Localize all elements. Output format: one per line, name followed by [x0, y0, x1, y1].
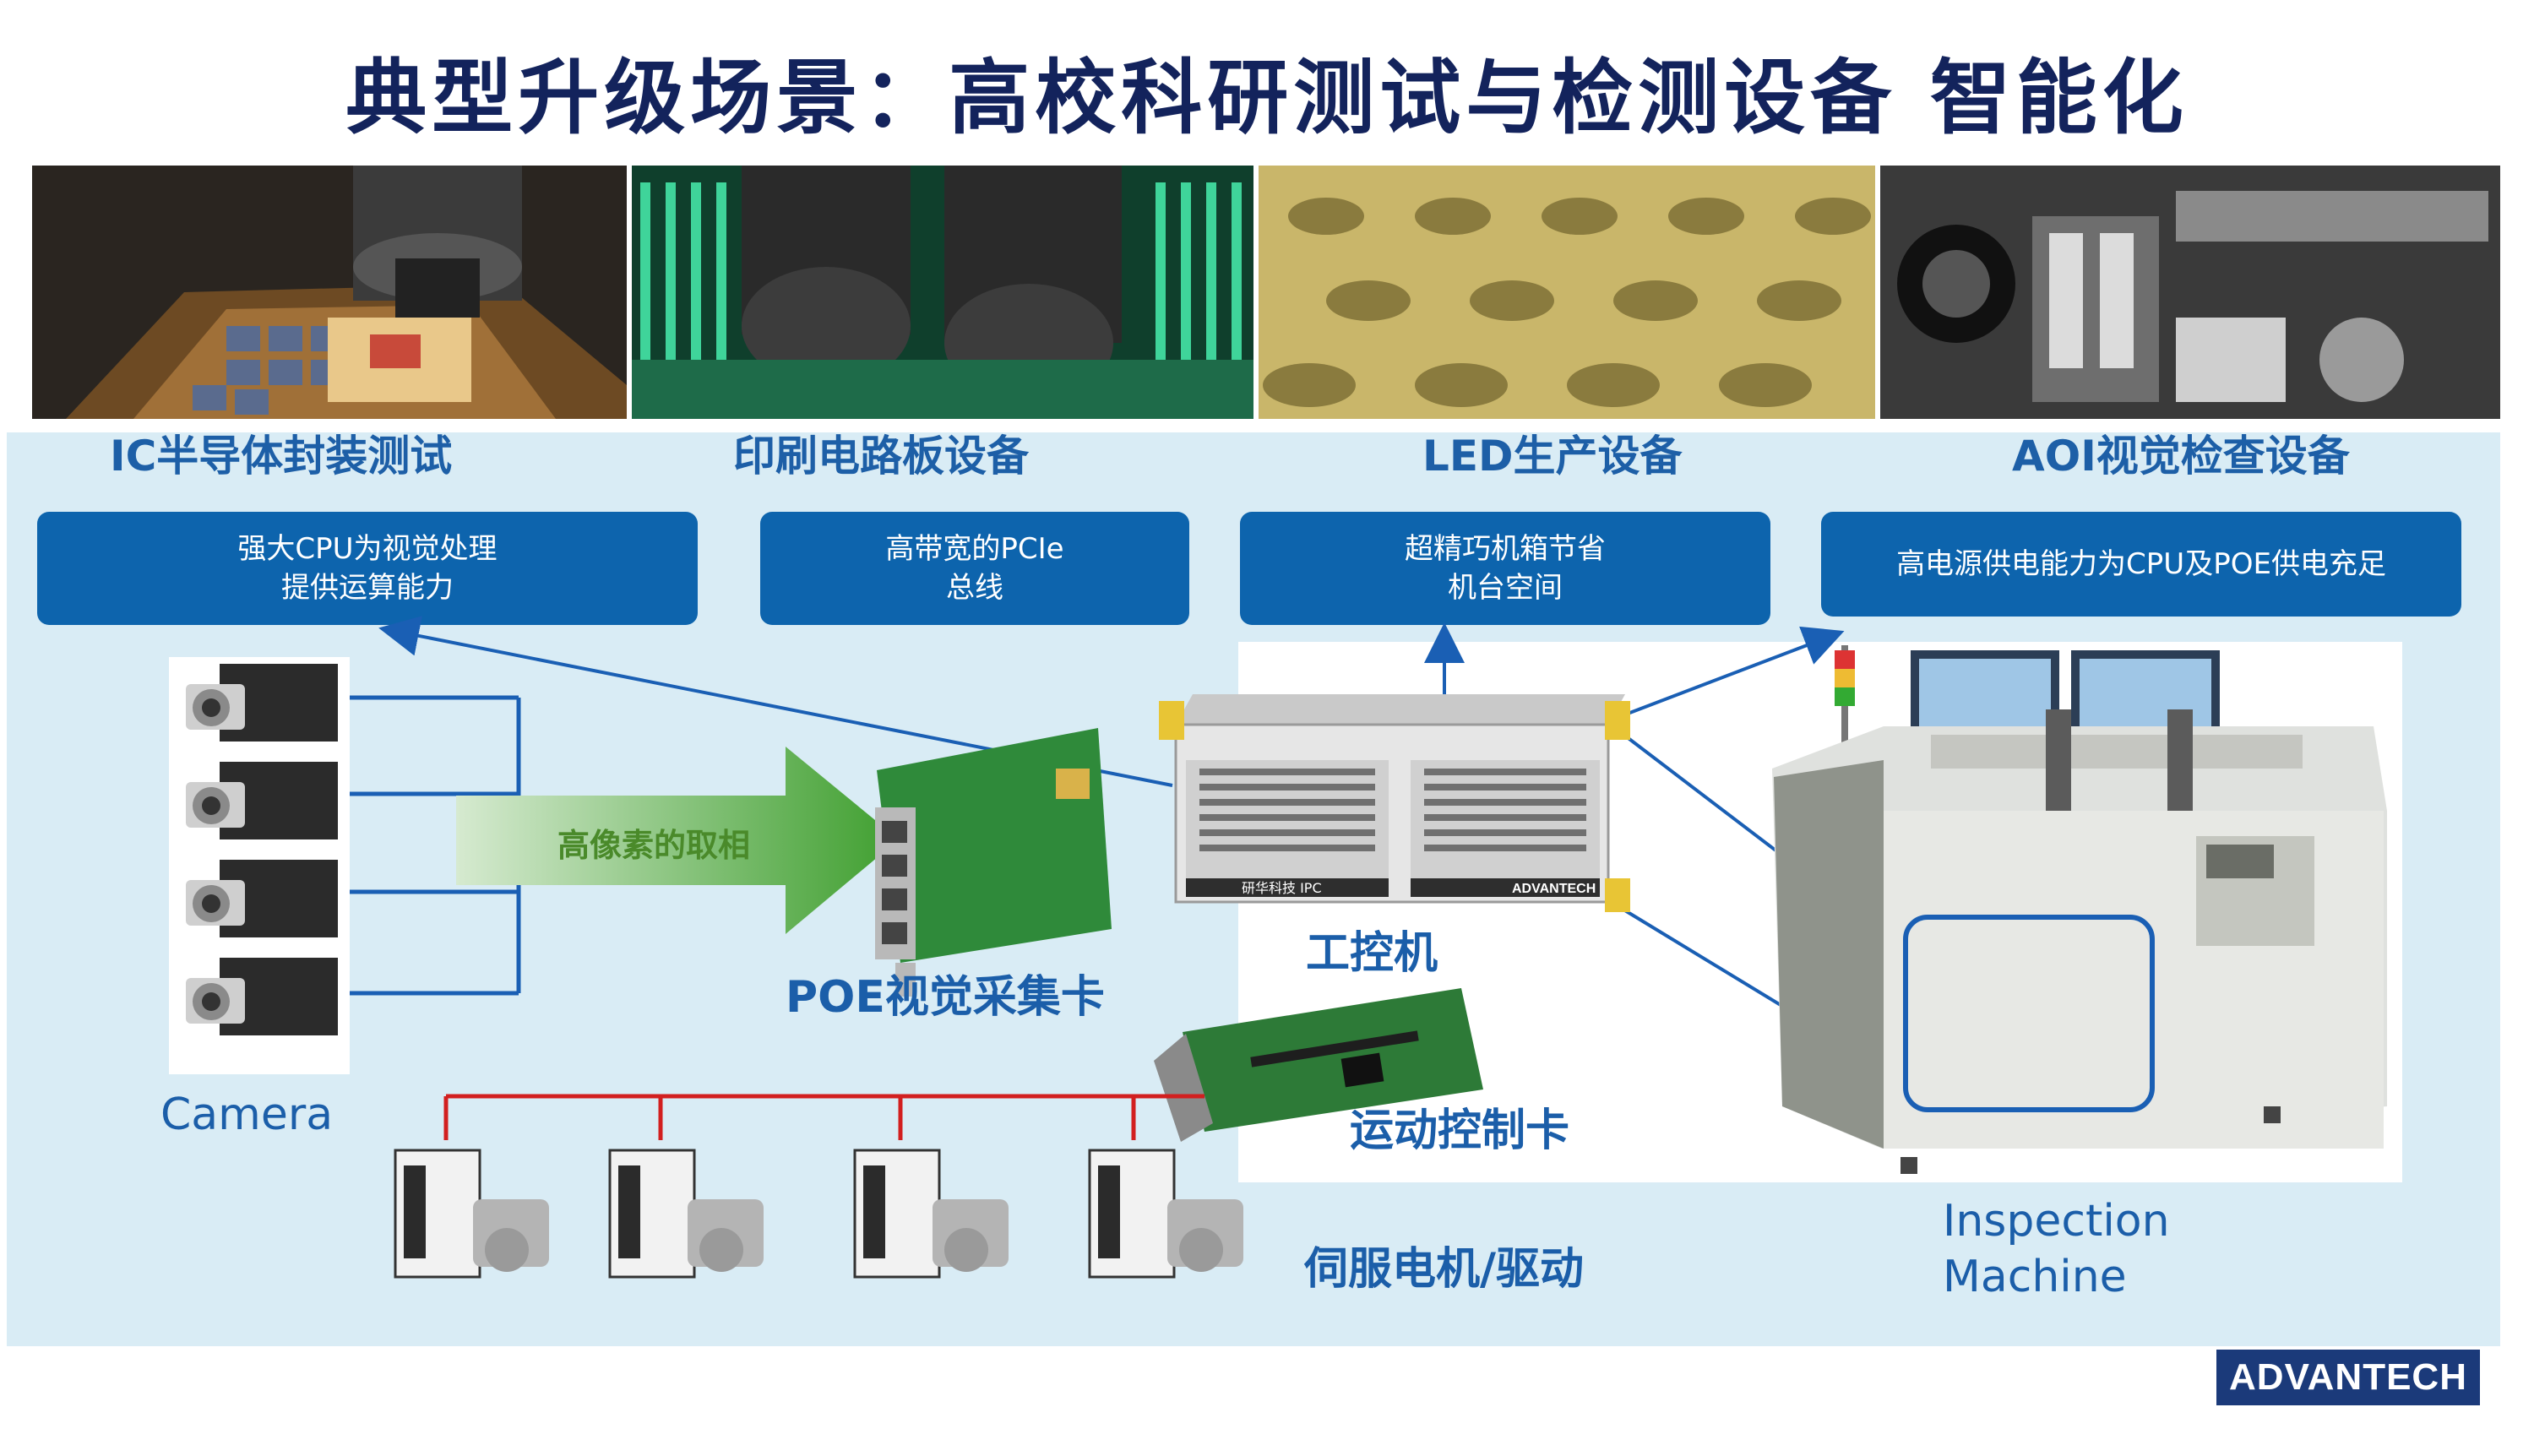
advantech-logo: ADVANTECH — [2216, 1350, 2480, 1405]
ipc-chassis-icon — [1159, 694, 1630, 912]
poe-card-icon — [875, 728, 1112, 997]
servo-label: 伺服电机/驱动 — [1304, 1233, 1584, 1296]
motion-card-label: 运动控制卡 — [1350, 1095, 1569, 1158]
ipc-front-text: 研华科技 IPC — [1242, 880, 1322, 896]
camera-label: Camera — [160, 1089, 333, 1140]
ipc-label: 工控机 — [1306, 917, 1438, 981]
ipc-front-brand: ADVANTECH — [1512, 882, 1596, 896]
servo-motor-icon — [395, 1150, 1243, 1277]
poe-card-label: POE视觉采集卡 — [786, 961, 1105, 1024]
inspection-label-line2: Machine — [1943, 1252, 2127, 1302]
acquisition-label: 高像素的取相 — [557, 819, 750, 866]
inspection-label-line1: Inspection — [1943, 1196, 2170, 1247]
